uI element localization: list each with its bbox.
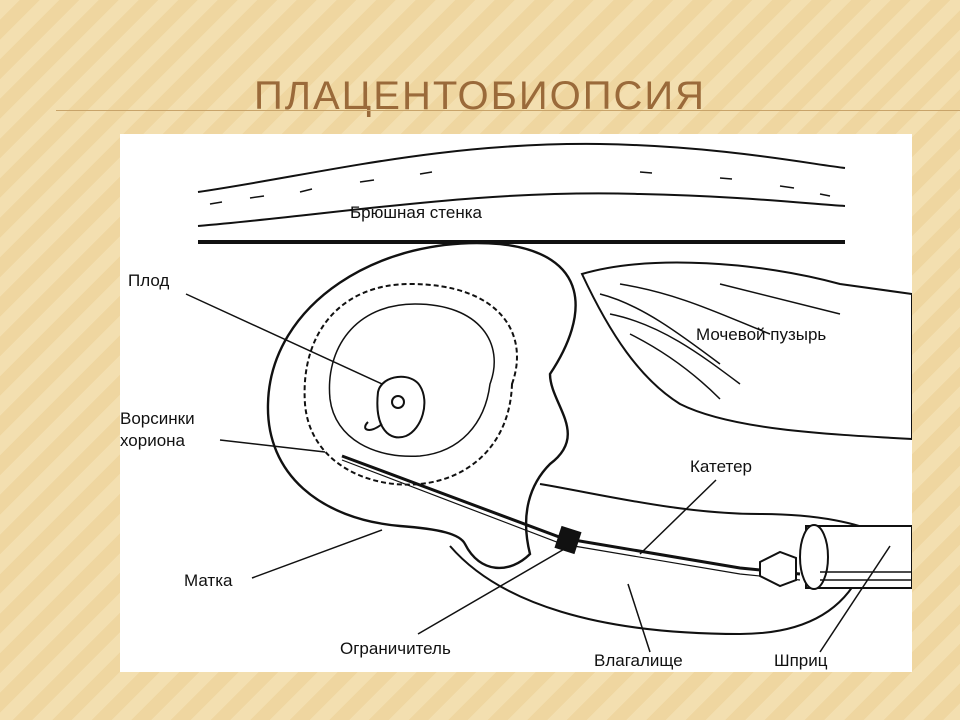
- diagram-canvas: Брюшная стенка Мочевой пузырь Плод Ворси…: [120, 142, 912, 670]
- label-chorionic-villi-line2: хориона: [120, 431, 186, 450]
- title-underline: [56, 110, 960, 111]
- pointer-vagina: [627, 583, 651, 653]
- label-vagina: Влагалище: [594, 651, 683, 670]
- fetus-shape: [364, 375, 426, 439]
- pointer-limiter: [417, 547, 567, 635]
- label-bladder: Мочевой пузырь: [696, 325, 826, 344]
- abdominal-wall-shape: [197, 142, 846, 244]
- label-uterus: Матка: [184, 571, 233, 590]
- pointer-chorionic-villi: [219, 439, 326, 453]
- syringe-shape: [759, 524, 912, 590]
- slide-title: ПЛАЦЕНТОБИОПСИЯ: [254, 74, 706, 118]
- label-catheter: Катетер: [690, 457, 752, 476]
- label-abdominal-wall: Брюшная стенка: [350, 203, 483, 222]
- label-fetus: Плод: [128, 271, 169, 290]
- label-limiter: Ограничитель: [340, 639, 451, 658]
- label-chorionic-villi-line1: Ворсинки: [120, 409, 195, 428]
- bladder-shape: [580, 261, 912, 441]
- uterus-shape: [266, 241, 577, 569]
- pointer-fetus: [185, 293, 383, 385]
- pointer-uterus: [251, 529, 383, 579]
- limiter-block: [554, 525, 582, 555]
- label-syringe: Шприц: [774, 651, 828, 670]
- anatomy-diagram: Брюшная стенка Мочевой пузырь Плод Ворси…: [120, 134, 912, 672]
- pointer-syringe: [819, 545, 891, 653]
- pointer-catheter: [639, 479, 717, 555]
